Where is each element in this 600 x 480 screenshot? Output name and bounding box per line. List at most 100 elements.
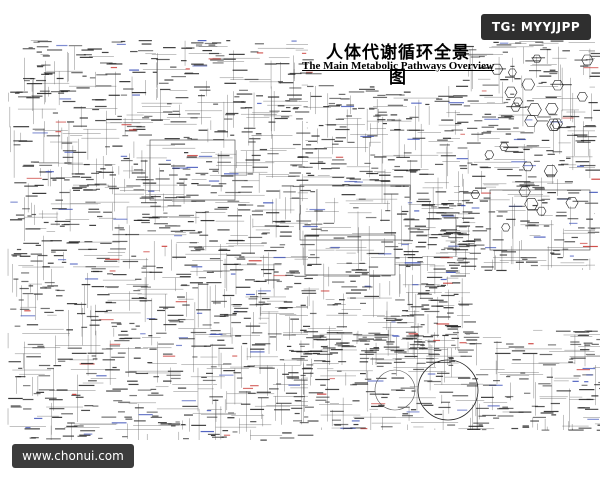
compound-label-mark (251, 344, 266, 346)
compound-label-mark (58, 92, 65, 94)
compound-label-mark (206, 161, 213, 163)
compound-label-mark (381, 241, 394, 243)
compound-label-mark (418, 198, 430, 200)
compound-label-mark (505, 133, 512, 135)
compound-label-mark (130, 50, 138, 53)
compound-label-mark (400, 387, 415, 389)
compound-label-mark (156, 267, 164, 269)
compound-label-mark (294, 282, 302, 285)
compound-label-mark (131, 91, 147, 94)
compound-label-mark (296, 132, 311, 134)
compound-label-mark (38, 375, 51, 377)
compound-label-mark (158, 163, 171, 165)
compound-label-mark (298, 166, 305, 168)
compound-label-mark (325, 388, 340, 391)
compound-label-mark (131, 255, 137, 257)
compound-label-mark (329, 97, 341, 100)
compound-label-mark (125, 371, 137, 373)
compound-label-mark (370, 154, 376, 156)
compound-label-mark (568, 192, 580, 194)
compound-label-mark (374, 334, 389, 336)
compound-label-mark (81, 176, 92, 178)
compound-label-mark (73, 125, 88, 127)
compound-label-mark (157, 309, 166, 312)
compound-label-mark (304, 277, 313, 280)
compound-label-mark (404, 196, 410, 198)
compound-label-mark (460, 167, 468, 170)
compound-label-mark (59, 98, 72, 100)
compound-label-mark (30, 253, 42, 255)
compound-label-mark (29, 437, 36, 439)
compound-label-mark (593, 109, 600, 112)
compound-label-mark (403, 239, 413, 242)
compound-label-mark (444, 324, 459, 327)
compound-label-mark (321, 138, 335, 141)
compound-label-mark (274, 409, 291, 411)
compound-label-mark (140, 333, 146, 335)
compound-label-mark (551, 253, 561, 255)
compound-label-mark (148, 335, 153, 337)
compound-label-mark (291, 407, 303, 409)
compound-label-mark (459, 190, 469, 193)
compound-label-mark (186, 194, 199, 196)
compound-label-mark (270, 246, 285, 248)
compound-label-mark (106, 63, 123, 65)
compound-label-mark (471, 133, 484, 135)
compound-label-mark (79, 56, 93, 58)
compound-label-mark (18, 299, 24, 301)
compound-label-mark (300, 304, 306, 306)
compound-label-mark (178, 214, 195, 217)
compound-label-mark (279, 437, 295, 439)
compound-label-mark (486, 130, 492, 133)
compound-label-mark (416, 362, 426, 364)
compound-label-mark (478, 424, 483, 426)
compound-label-mark (172, 110, 180, 112)
compound-label-mark (81, 326, 88, 328)
compound-label-mark (276, 225, 289, 227)
compound-label-mark (472, 230, 488, 232)
compound-label-mark (127, 380, 138, 382)
compound-label-mark (304, 406, 314, 408)
molecule-structure (470, 190, 481, 199)
compound-label-mark (338, 361, 347, 363)
compound-label-mark (560, 163, 569, 165)
compound-label-mark (15, 214, 24, 216)
compound-label-mark (192, 287, 199, 289)
compound-label-mark (109, 174, 117, 176)
compound-label-mark (33, 41, 40, 43)
compound-label-mark (569, 255, 574, 257)
compound-label-mark (375, 114, 388, 116)
compound-label-mark (181, 400, 196, 402)
compound-label-mark (373, 339, 387, 341)
compound-label-mark (376, 377, 387, 379)
compound-label-mark (8, 397, 23, 400)
compound-label-mark (580, 139, 596, 142)
compound-label-mark (321, 168, 332, 170)
compound-label-mark (196, 312, 203, 314)
compound-label-mark (96, 74, 108, 76)
compound-label-mark (467, 127, 478, 129)
compound-label-mark (438, 95, 454, 97)
compound-label-mark (380, 219, 390, 221)
compound-label-mark (547, 344, 557, 346)
compound-label-mark (288, 372, 299, 374)
compound-label-mark (243, 387, 254, 390)
compound-label-mark (245, 325, 261, 327)
compound-label-mark (199, 89, 211, 91)
compound-label-mark (518, 411, 532, 413)
compound-label-mark (199, 234, 209, 236)
compound-label-mark (95, 188, 100, 190)
compound-label-mark (87, 48, 102, 50)
compound-label-mark (409, 169, 421, 171)
compound-label-mark (34, 184, 44, 186)
compound-label-mark (28, 285, 34, 287)
compound-label-mark (463, 321, 476, 323)
compound-label-mark (147, 394, 164, 396)
compound-label-mark (116, 43, 126, 46)
compound-label-mark (484, 118, 499, 120)
compound-label-mark (102, 359, 116, 361)
compound-label-mark (51, 251, 56, 253)
compound-label-mark (82, 75, 87, 77)
compound-label-mark (87, 184, 100, 186)
compound-label-mark (350, 427, 366, 429)
